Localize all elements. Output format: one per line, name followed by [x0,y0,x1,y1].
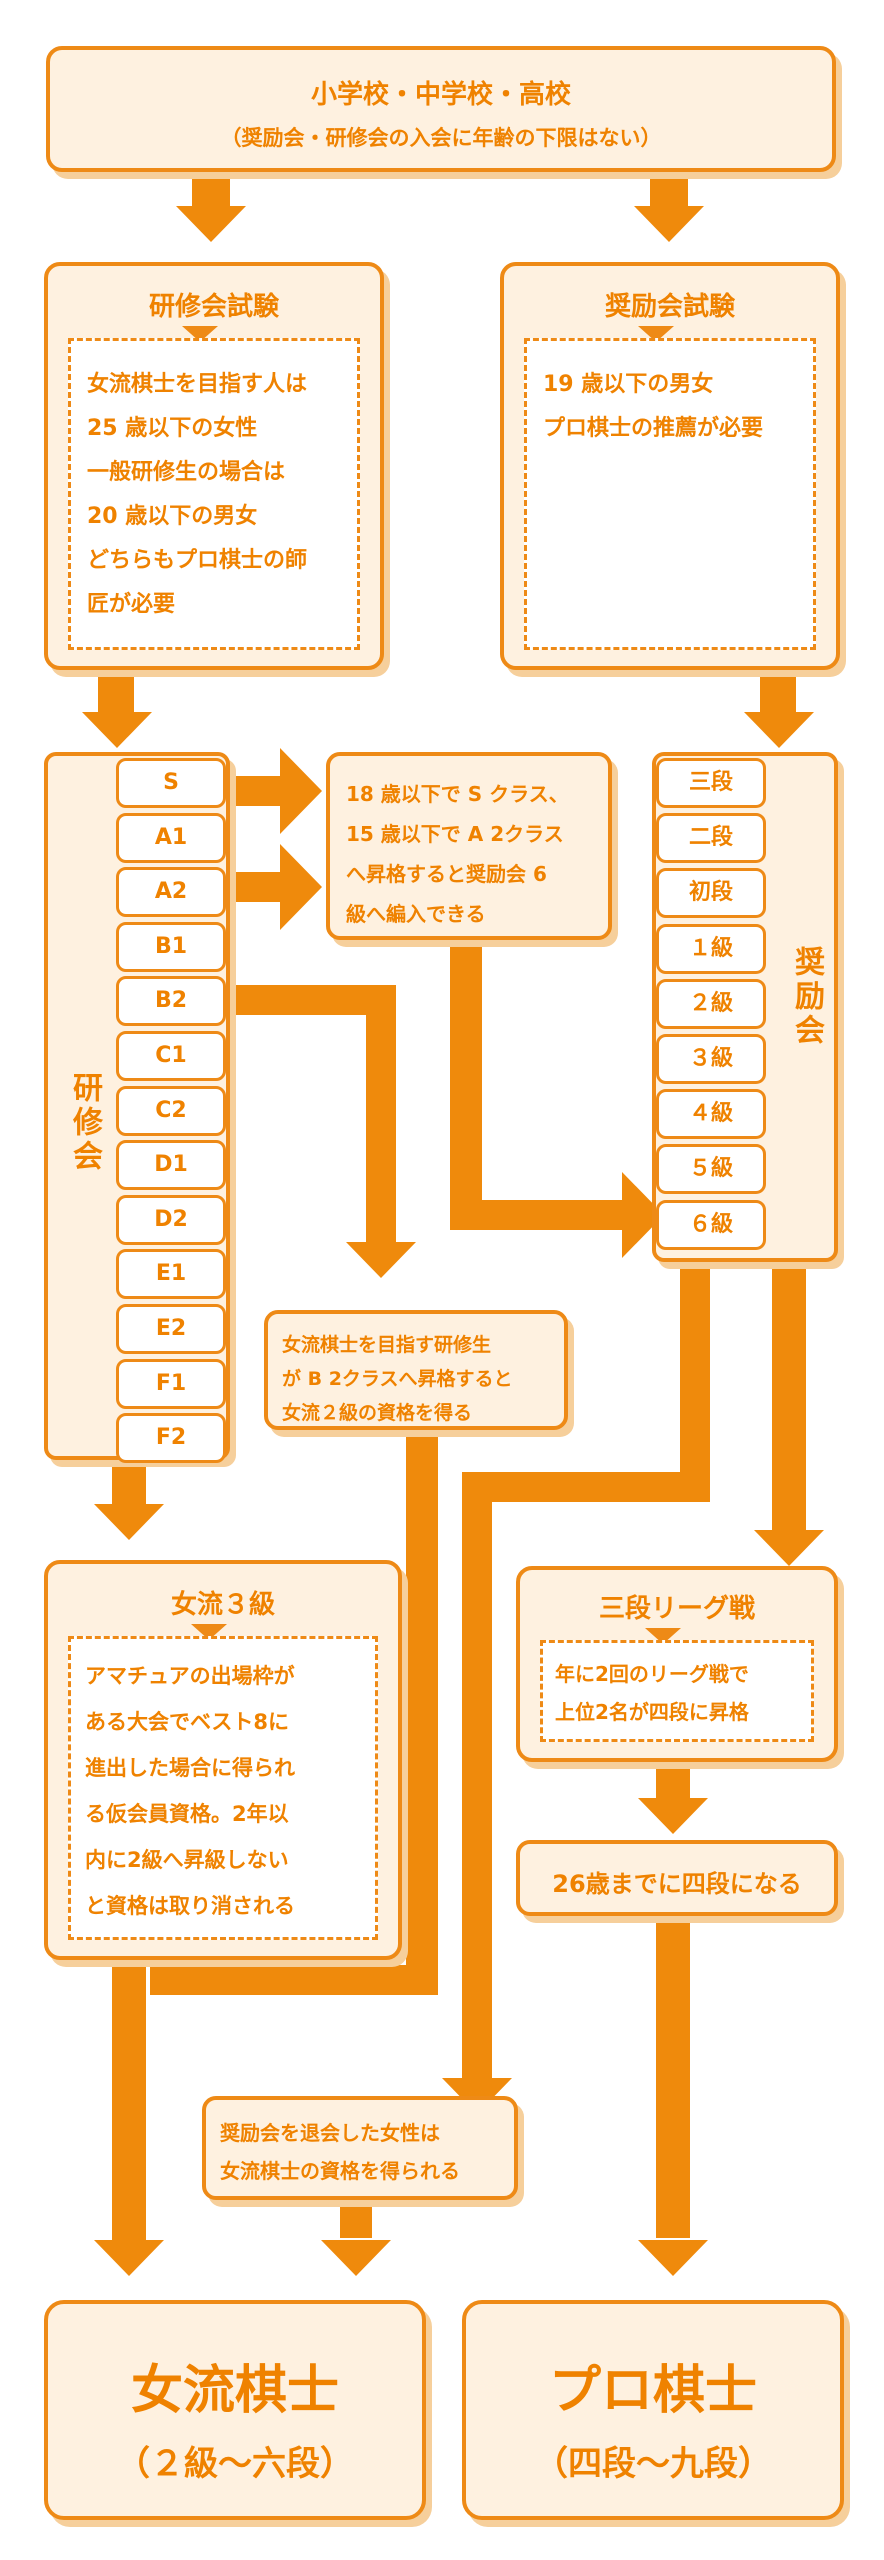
flow-kenshukai-to-joryu3 [112,1460,146,1510]
pro-kishi-title: プロ棋士 [548,2361,757,2421]
shoreikai-rank-3: １級 [656,923,766,974]
joryu3-detail: アマチュアの出場枠が ある大会でベスト8に 進出した場合に得られ る仮会員資格。… [68,1636,378,1940]
transfer-note: 18 歳以下で S クラス、 15 歳以下で A 2クラス へ昇格すると奨励会 … [326,752,612,940]
pro-kishi-box: プロ棋士 （四段〜九段） [462,2300,844,2520]
kenshukai-rank-3: B1 [116,921,226,972]
flow-a2-to-note [226,872,286,902]
arrow-down-icon [744,712,814,748]
kenshukai-rank-0: S [116,758,226,808]
kenshukai-exam-text: 女流棋士を目指す人は 25 歳以下の女性 一般研修生の場合は 20 歳以下の男女… [87,372,308,617]
sandan-league-box: 三段リーグ戦 年に2回のリーグ戦で 上位2名が四段に昇格 [516,1566,838,1762]
shoreikai-label: 奨励会 [789,946,824,1048]
arrow-right-icon [622,1172,664,1258]
arrow-down-icon [638,2240,708,2276]
age26-box: 26歳までに四段になる [516,1840,838,1916]
flow-s-to-note [226,776,286,806]
flow-shoreikai-to-league [772,1262,806,1542]
b2-note-text: 女流棋士を目指す研修生 が B 2クラスへ昇格すると 女流２級の資格を得る [282,1334,513,1424]
arrow-right-icon [280,844,322,930]
kenshukai-rank-6: C2 [116,1085,226,1136]
sandan-league-text: 年に2回のリーグ戦で 上位2名が四段に昇格 [555,1662,749,1724]
kenshukai-exam-title: 研修会試験 [148,292,279,322]
sandan-league-detail: 年に2回のリーグ戦で 上位2名が四段に昇格 [540,1640,814,1742]
flow-shoreikai-out-left [462,1472,710,1502]
arrow-down-icon [634,206,704,242]
arrow-down-icon [94,1504,164,1540]
flow-age26-to-pro [656,1888,690,2238]
kenshukai-rank-12: F2 [116,1413,226,1464]
arrow-down-icon [82,712,152,748]
kenshukai-rank-9: E1 [116,1249,226,1300]
kenshukai-exam-detail: 女流棋士を目指す人は 25 歳以下の女性 一般研修生の場合は 20 歳以下の男女… [68,338,360,650]
kenshukai-rank-11: F1 [116,1358,226,1409]
flow-joryu3-down [112,1960,146,2240]
shoreikai-rank-0: 三段 [656,758,766,808]
shoreikai-exam-detail: 19 歳以下の男女 プロ棋士の推薦が必要 [524,338,816,650]
kenshukai-rank-5: C1 [116,1031,226,1081]
shoreikai-rank-8: ６級 [656,1199,766,1250]
flow-shoreikai-out-down [680,1262,710,1502]
retire-note: 奨励会を退会した女性は 女流棋士の資格を得られる [202,2096,518,2200]
age26-text: 26歳までに四段になる [552,1870,802,1898]
shoreikai-rank-2: 初段 [656,868,766,919]
shoreikai-rank-7: ５級 [656,1144,766,1195]
flow-b2note-down [406,1430,438,1995]
flow-top-to-kenshukai-exam [192,172,230,212]
arrow-down-icon [754,1530,824,1566]
joryu3-text: アマチュアの出場枠が ある大会でベスト8に 進出した場合に得られ る仮会員資格。… [85,1664,295,1918]
kenshukai-label: 研修会 [67,1072,102,1174]
arrow-right-icon [280,748,322,834]
flow-league-to-age26 [656,1762,690,1802]
joryu-kishi-range: （２級〜六段） [116,2444,354,2484]
shoreikai-exam-box: 奨励会試験 19 歳以下の男女 プロ棋士の推薦が必要 [500,262,840,670]
kenshukai-rank-4: B2 [116,976,226,1027]
joryu3-box: 女流３級 アマチュアの出場枠が ある大会でベスト8に 進出した場合に得られ る仮… [44,1560,402,1960]
arrow-down-icon [94,2240,164,2276]
flow-retire-to-joryu [340,2198,372,2238]
shoreikai-rank-6: ４級 [656,1089,766,1140]
flow-note-right [450,1200,630,1230]
schools-box: 小学校・中学校・高校 （奨励会・研修会の入会に年齢の下限はない） [46,46,836,172]
kenshukai-exam-box: 研修会試験 女流棋士を目指す人は 25 歳以下の女性 一般研修生の場合は 20 … [44,262,384,670]
flow-kenshukai-exam-down [98,670,134,720]
flow-top-to-shoreikai-exam [650,172,688,212]
shoreikai-exam-title: 奨励会試験 [604,292,735,322]
retire-note-text: 奨励会を退会した女性は 女流棋士の資格を得られる [220,2121,460,2183]
kenshukai-rank-2: A2 [116,867,226,918]
flow-shoreikai-exam-down [760,670,796,720]
flow-retire-down [462,1472,492,2080]
schools-title: 小学校・中学校・高校 [310,80,571,110]
kenshukai-rank-10: E2 [116,1304,226,1354]
schools-subtitle: （奨励会・研修会の入会に年齢の下限はない） [220,126,662,150]
joryu3-title: 女流３級 [170,1590,275,1620]
kenshukai-rank-1: A1 [116,812,226,863]
shoreikai-exam-text: 19 歳以下の男女 プロ棋士の推薦が必要 [543,372,764,441]
transfer-note-text: 18 歳以下で S クラス、 15 歳以下で A 2クラス へ昇格すると奨励会 … [346,782,569,926]
shoreikai-rank-4: ２級 [656,978,766,1029]
arrow-down-icon [346,1242,416,1278]
flow-note-down [450,940,482,1230]
arrow-down-icon [321,2240,391,2276]
kenshukai-rank-7: D1 [116,1140,226,1191]
pro-kishi-range: （四段〜九段） [534,2444,772,2484]
shoreikai-rank-1: 二段 [656,813,766,864]
kenshukai-rank-8: D2 [116,1194,226,1245]
arrow-down-icon [176,206,246,242]
flow-b2-down [366,985,396,1247]
sandan-league-title: 三段リーグ戦 [598,1594,755,1624]
shoreikai-rank-5: ３級 [656,1034,766,1084]
b2-note: 女流棋士を目指す研修生 が B 2クラスへ昇格すると 女流２級の資格を得る [264,1310,568,1430]
arrow-down-icon [638,1798,708,1834]
joryu-kishi-box: 女流棋士 （２級〜六段） [44,2300,426,2520]
joryu-kishi-title: 女流棋士 [130,2361,339,2421]
flow-b2note-left [150,1965,438,1995]
